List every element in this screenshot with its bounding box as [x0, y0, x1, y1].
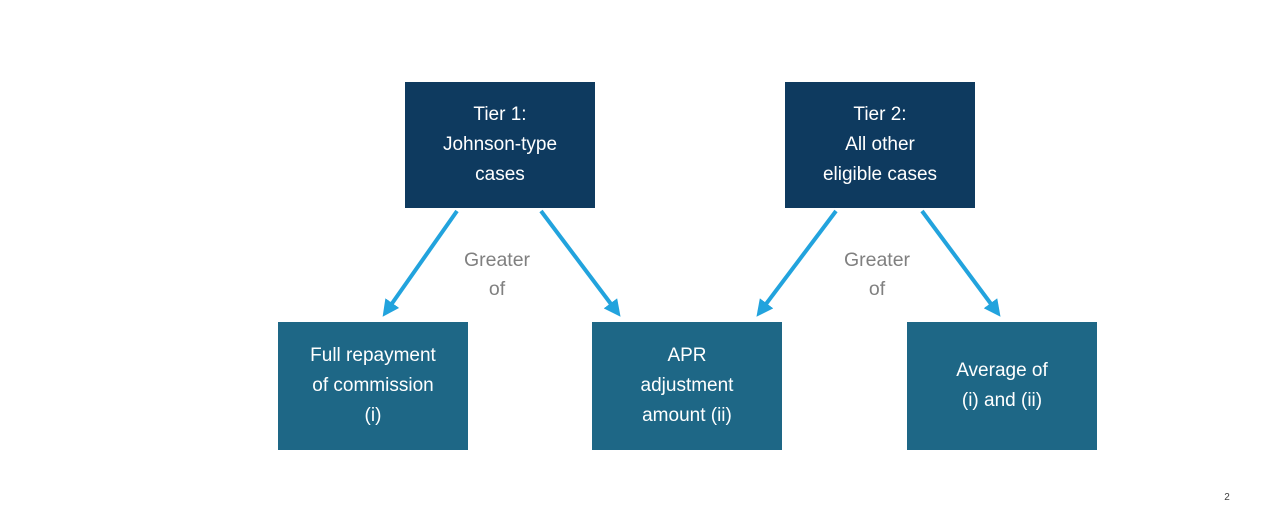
full-repayment-box: Full repayment of commission (i)	[278, 322, 468, 450]
tier1-box: Tier 1: Johnson-type cases	[405, 82, 595, 208]
page-number: 2	[1224, 492, 1230, 503]
greater-of-label-left: Greater of	[463, 249, 531, 300]
apr-adjustment-box: APR adjustment amount (ii)	[592, 322, 782, 450]
tier2-box: Tier 2: All other eligible cases	[785, 82, 975, 208]
average-box: Average of (i) and (ii)	[907, 322, 1097, 450]
greater-of-label-right: Greater of	[843, 249, 911, 300]
